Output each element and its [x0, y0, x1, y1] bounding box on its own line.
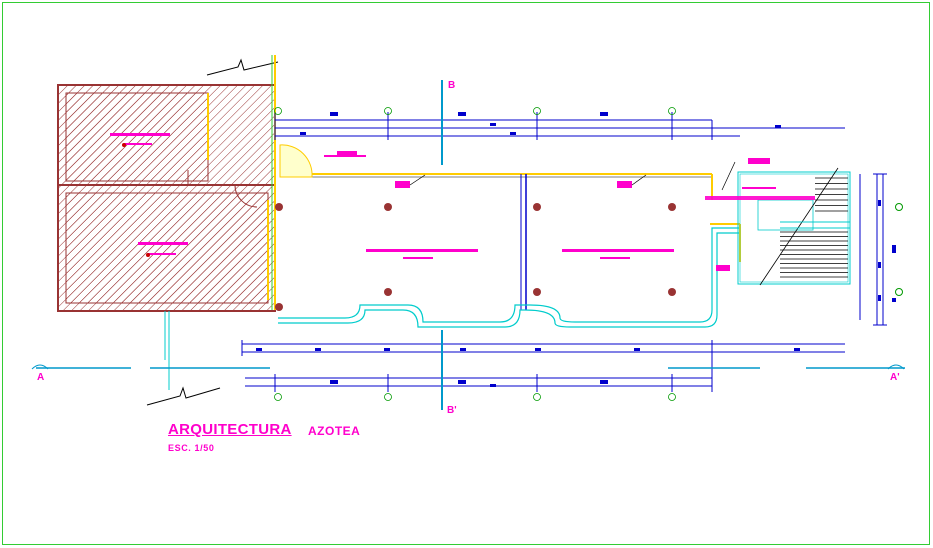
right-dimensions — [859, 173, 903, 326]
azotea-slab — [271, 55, 741, 328]
room-labels — [324, 151, 815, 259]
drawing-subtitle: AZOTEA — [308, 424, 361, 438]
top-dimensions — [274, 112, 845, 140]
section-cut-a — [31, 364, 905, 370]
drawing-title: ARQUITECTURA — [168, 421, 292, 438]
bottom-axis-bubbles — [274, 393, 676, 401]
section-label-b-prime: B' — [447, 405, 457, 416]
section-label-a: A — [37, 372, 45, 383]
section-label-b: B — [448, 80, 456, 91]
section-label-a-prime: A' — [890, 372, 900, 383]
drawing-scale: ESC. 1/50 — [168, 443, 215, 453]
hatched-building — [57, 84, 276, 312]
break-lines — [146, 58, 279, 406]
top-axis-bubbles — [274, 107, 676, 115]
right-dimension-texts — [878, 200, 896, 302]
roof-drains — [275, 203, 676, 311]
stair-core — [716, 167, 851, 286]
bottom-dimension-texts — [256, 348, 800, 387]
lower-room-inner — [65, 192, 269, 304]
upper-room-inner — [65, 92, 209, 182]
top-dimension-texts — [300, 112, 781, 135]
bottom-dimensions — [241, 340, 845, 392]
